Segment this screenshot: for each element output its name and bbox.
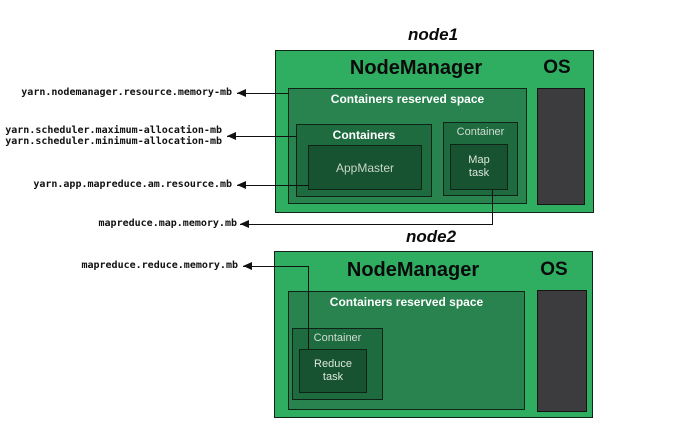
arrowhead-left-icon [243, 262, 252, 270]
label-yarn-scheduler-maximum-allocation-mb: yarn.scheduler.maximum-allocation-mb [5, 125, 222, 136]
label-mapreduce-map-memory-mb: mapreduce.map.memory.mb [98, 218, 237, 229]
node1-map-task-label: Map task [468, 154, 490, 179]
node1-os-memory-rect [537, 88, 585, 205]
label-mapreduce-reduce-memory-mb: mapreduce.reduce.memory.mb [81, 260, 238, 271]
arrowhead-left-icon [237, 89, 246, 97]
connector-line-map-memory-vertical [492, 190, 493, 224]
node2-container-label: Container [313, 332, 362, 344]
connector-line-scheduler-allocation [227, 136, 297, 137]
node1-map-task-box: Map task [450, 144, 508, 190]
connector-line-resource-memory [237, 93, 289, 94]
label-yarn-nodemanager-resource-memory-mb: yarn.nodemanager.resource.memory-mb [21, 87, 232, 98]
node1-appmaster-label: AppMaster [335, 160, 395, 175]
node1-containers-reserved-space-label: Containers reserved space [330, 92, 485, 106]
arrowhead-left-icon [227, 132, 236, 140]
node1-containers-label: Containers [332, 128, 396, 142]
node1-title: node1 [407, 25, 459, 44]
arrowhead-left-icon [240, 220, 249, 228]
node1-nodemanager-label: NodeManager [349, 57, 483, 79]
node2-nodemanager-label: NodeManager [346, 259, 480, 281]
connector-line-am-resource [237, 185, 309, 186]
connector-line-reduce-memory [243, 266, 309, 267]
node1-appmaster-box: AppMaster [308, 145, 422, 190]
node2-reduce-task-box: Reduce task [299, 349, 367, 393]
node2-containers-reserved-space-label: Containers reserved space [329, 295, 484, 309]
connector-line-reduce-memory-vertical [308, 266, 309, 349]
label-yarn-scheduler-minimum-allocation-mb: yarn.scheduler.minimum-allocation-mb [5, 136, 222, 147]
node1-container-label: Container [456, 126, 505, 138]
arrowhead-left-icon [237, 181, 246, 189]
connector-line-map-memory [240, 224, 493, 225]
label-yarn-app-mapreduce-am-resource-mb: yarn.app.mapreduce.am.resource.mb [33, 179, 232, 190]
node2-os-memory-rect [537, 290, 587, 412]
node2-os-label: OS [540, 259, 568, 280]
node2-reduce-task-label: Reduce task [314, 358, 352, 383]
node1-os-label: OS [543, 57, 571, 78]
node2-title: node2 [405, 227, 457, 246]
